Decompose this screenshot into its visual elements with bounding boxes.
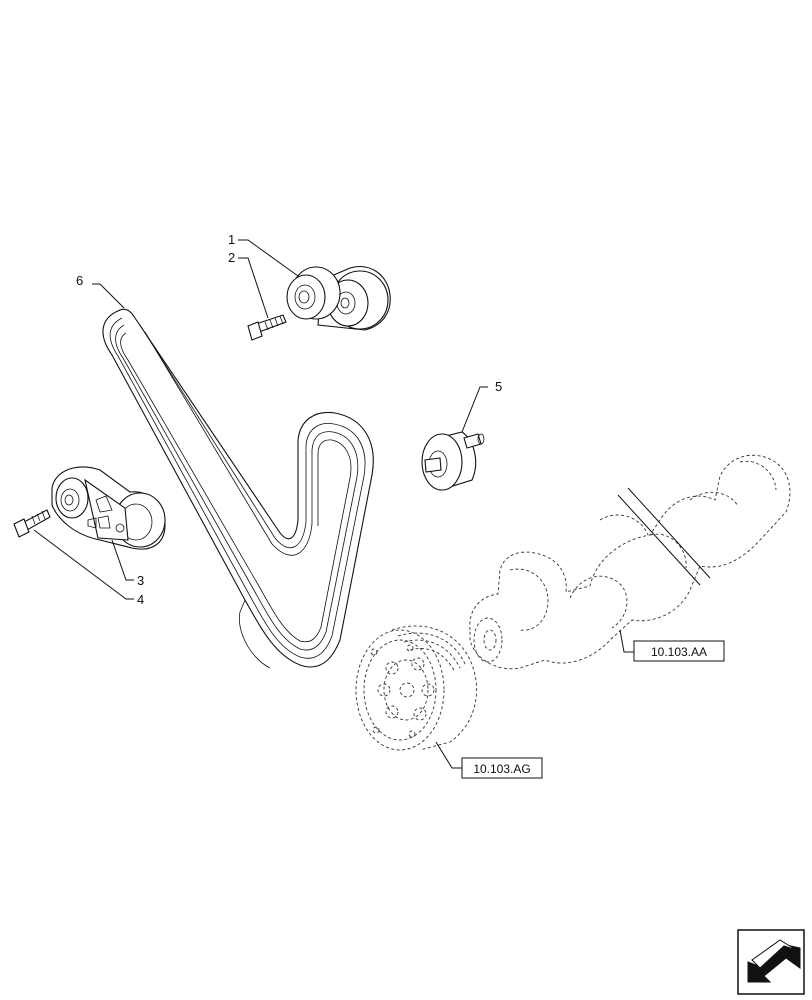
callout-4: 4	[137, 592, 144, 607]
callout-3: 3	[137, 573, 144, 588]
crankshaft-reference	[469, 454, 791, 670]
damper-pulley-reference	[355, 625, 478, 751]
idler-roller[interactable]	[421, 431, 485, 491]
leader-lines	[33, 239, 634, 769]
reference-link-damper-pulley[interactable]: 10.103.AG	[461, 757, 543, 779]
idler-bolt[interactable]	[247, 314, 287, 341]
arrow-icon[interactable]	[737, 929, 805, 995]
callout-1: 1	[228, 232, 235, 247]
drive-belt[interactable]	[102, 308, 374, 669]
callout-6: 6	[76, 273, 83, 288]
idler-pulley-assembly[interactable]	[286, 266, 391, 331]
callout-2: 2	[228, 250, 235, 265]
tensioner-bolt[interactable]	[13, 509, 51, 538]
reference-label-damper-pulley: 10.103.AG	[473, 762, 530, 776]
belt-tensioner[interactable]	[51, 466, 166, 550]
reference-link-crankshaft[interactable]: 10.103.AA	[633, 640, 725, 662]
callout-5: 5	[495, 379, 502, 394]
reference-label-crankshaft: 10.103.AA	[651, 645, 707, 659]
